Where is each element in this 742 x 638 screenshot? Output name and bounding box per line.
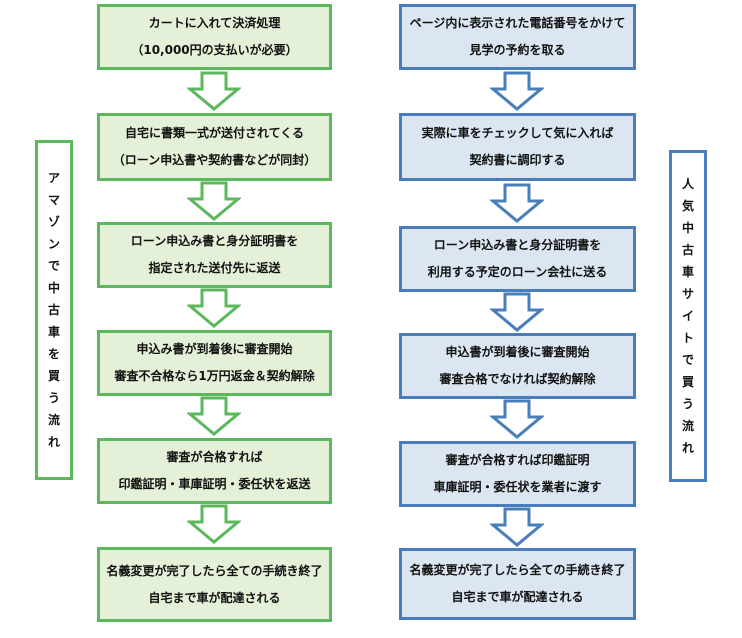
left-step-1-line-2: （10,000円の支払いが必要）: [131, 43, 298, 57]
left-step-1-line-1: カートに入れて決済処理: [148, 16, 281, 30]
right-step-3-line-2: 利用する予定のローン会社に送る: [427, 265, 608, 279]
right-step-3: ローン申込み書と身分証明書を 利用する予定のローン会社に送る: [399, 226, 636, 292]
left-step-5: 審査が合格すれば 印鑑証明・車庫証明・委任状を返送: [97, 438, 332, 504]
right-step-1: ページ内に表示された電話番号をかけて 見学の予約を取る: [399, 4, 636, 70]
right-flow-label-8: で: [681, 353, 694, 367]
right-flow-label-9: 買: [681, 375, 694, 389]
right-step-4-line-2: 審査合格でなければ契約解除: [439, 372, 596, 386]
right-step-3-line-1: ローン申込み書と身分証明書を: [433, 238, 602, 252]
right-flow-label-10: う: [681, 397, 694, 411]
left-step-3-line-2: 指定された送付先に返送: [148, 261, 281, 275]
left-step-1: カートに入れて決済処理 （10,000円の支払いが必要）: [97, 4, 332, 70]
left-step-5-line-1: 審査が合格すれば: [166, 450, 263, 464]
right-step-2-line-1: 実際に車をチェックして気に入れば: [421, 126, 614, 140]
left-flow-label: ア マ ゾ ン で 中 古 車 を 買 う 流 れ: [35, 140, 73, 480]
right-step-4-line-1: 申込書が到着後に審査開始: [445, 345, 590, 359]
right-step-1-line-2: 見学の予約を取る: [469, 43, 566, 57]
left-step-4-line-2: 審査不合格なら1万円返金＆契約解除: [114, 369, 315, 383]
right-flow-label-2: 中: [681, 221, 694, 235]
left-flow-label-5: 中: [47, 281, 60, 295]
right-flow-label: 人 気 中 古 車 サ イ ト で 買 う 流 れ: [669, 150, 707, 482]
right-arrow-1: [490, 71, 544, 111]
right-flow-label-4: 車: [681, 265, 694, 279]
right-step-6-line-1: 名義変更が完了したら全ての手続き終了: [409, 563, 626, 577]
left-flow-label-11: 流: [47, 413, 60, 427]
left-step-6-line-2: 自宅まで車が配達される: [148, 590, 281, 605]
left-step-5-line-2: 印鑑証明・車庫証明・委任状を返送: [118, 477, 311, 491]
right-flow-label-3: 古: [681, 243, 694, 257]
left-step-3-line-1: ローン申込み書と身分証明書を: [130, 234, 299, 248]
right-arrow-5: [490, 507, 544, 547]
left-arrow-1: [187, 71, 241, 111]
right-step-2-line-2: 契約書に調印する: [469, 153, 566, 167]
left-step-2-line-2: （ローン申込書や契約書などが同封）: [112, 153, 317, 167]
left-flow-label-8: を: [47, 347, 60, 361]
right-step-2: 実際に車をチェックして気に入れば 契約書に調印する: [399, 113, 636, 181]
right-step-5: 審査が合格すれば印鑑証明 車庫証明・委任状を業者に渡す: [399, 441, 636, 507]
right-flow-label-1: 気: [681, 199, 694, 213]
left-flow-label-1: マ: [47, 193, 60, 207]
left-step-6: 名義変更が完了したら全ての手続き終了 自宅まで車が配達される: [97, 547, 332, 622]
left-flow-label-9: 買: [47, 369, 60, 383]
left-arrow-3: [187, 288, 241, 328]
right-flow-label-0: 人: [681, 177, 694, 191]
right-step-5-line-2: 車庫証明・委任状を業者に渡す: [433, 480, 602, 494]
right-flow-label-12: れ: [681, 441, 694, 455]
left-arrow-4: [187, 396, 241, 436]
left-flow-label-6: 古: [47, 303, 60, 317]
left-step-3: ローン申込み書と身分証明書を 指定された送付先に返送: [97, 222, 332, 288]
left-step-2-line-1: 自宅に書類一式が送付されてくる: [124, 126, 305, 140]
left-step-2: 自宅に書類一式が送付されてくる （ローン申込書や契約書などが同封）: [97, 113, 332, 181]
right-arrow-2: [490, 183, 544, 223]
left-flow-label-2: ゾ: [47, 215, 60, 229]
right-step-6-line-2: 自宅まで車が配達される: [451, 590, 584, 604]
right-arrow-3: [490, 292, 544, 332]
left-flow-label-4: で: [47, 259, 60, 273]
left-step-6-line-1: 名義変更が完了したら全ての手続き終了: [106, 563, 323, 578]
right-flow-label-5: サ: [681, 287, 694, 301]
right-flow-label-7: ト: [681, 331, 694, 345]
left-flow-label-10: う: [47, 391, 60, 405]
right-step-5-line-1: 審査が合格すれば印鑑証明: [445, 453, 590, 467]
left-flow-label-7: 車: [47, 325, 60, 339]
right-flow-label-11: 流: [681, 419, 694, 433]
left-flow-label-3: ン: [47, 237, 60, 251]
right-step-4: 申込書が到着後に審査開始 審査合格でなければ契約解除: [399, 333, 636, 399]
right-arrow-4: [490, 399, 544, 439]
left-step-4: 申込み書が到着後に審査開始 審査不合格なら1万円返金＆契約解除: [97, 330, 332, 396]
left-arrow-5: [187, 504, 241, 544]
right-step-1-line-1: ページ内に表示された電話番号をかけて: [409, 16, 626, 30]
left-arrow-2: [187, 181, 241, 221]
left-step-4-line-1: 申込み書が到着後に審査開始: [136, 342, 293, 356]
right-flow-label-6: イ: [681, 309, 694, 323]
left-flow-label-0: ア: [47, 171, 60, 185]
left-flow-label-12: れ: [47, 435, 60, 449]
right-step-6: 名義変更が完了したら全ての手続き終了 自宅まで車が配達される: [399, 548, 636, 620]
